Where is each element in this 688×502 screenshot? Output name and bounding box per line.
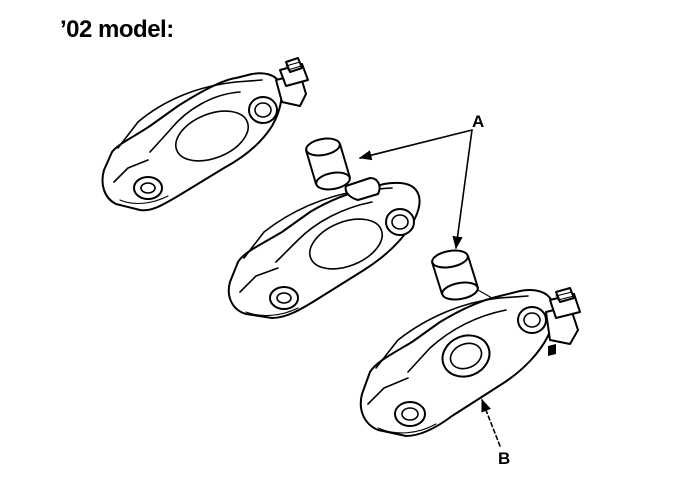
upper-rocker-arm (101, 57, 309, 212)
callout-label-b: B (498, 449, 511, 468)
middle-rocker-arm (227, 177, 421, 319)
callout-a-leaders (358, 129, 473, 250)
callout-label-a: A (472, 112, 485, 131)
synchronizing-piston-lower (431, 249, 493, 301)
synchronizing-piston-upper (305, 137, 351, 191)
callout-b-leader (481, 398, 501, 447)
diagram-title: ’02 model: (60, 16, 174, 43)
lower-rocker-arm (359, 287, 581, 437)
